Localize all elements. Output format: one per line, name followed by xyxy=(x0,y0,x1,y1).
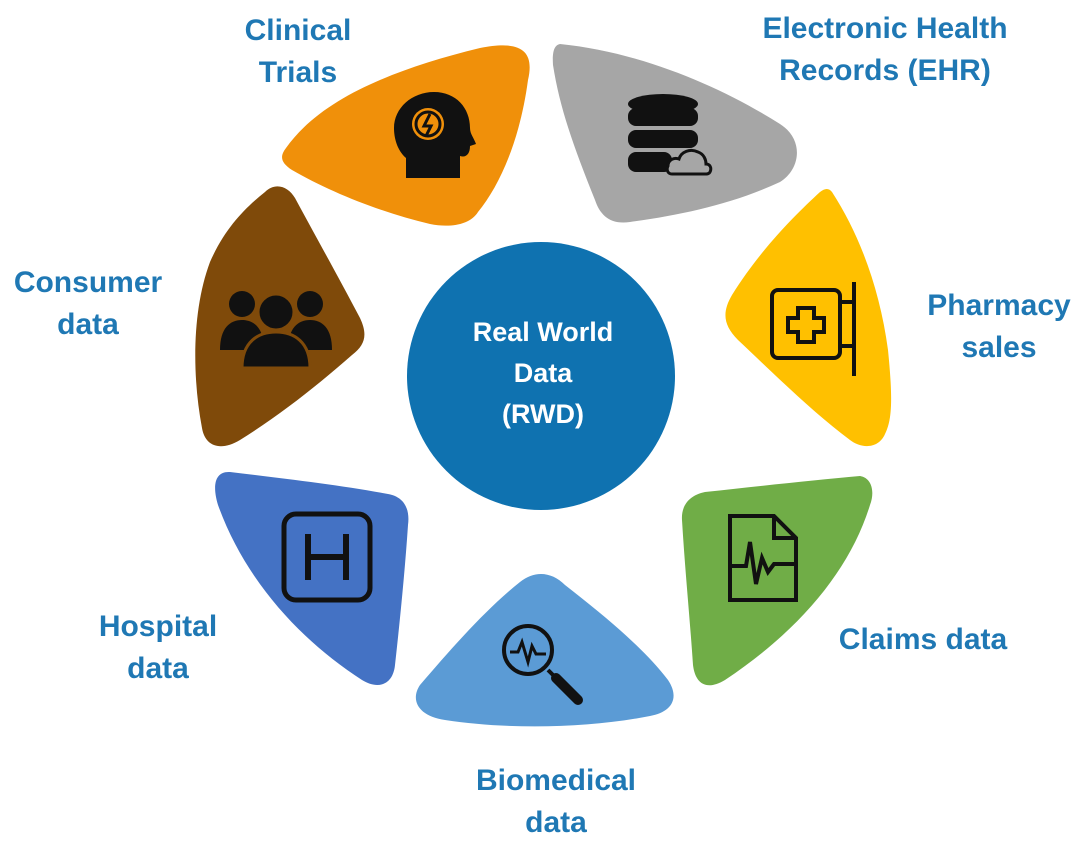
label-hospital-data: Hospital data xyxy=(80,606,236,690)
label-pharmacy-sales: Pharmacy sales xyxy=(914,285,1084,369)
database-cloud-icon xyxy=(628,94,713,176)
hospital-h-icon xyxy=(281,511,373,603)
head-lightbulb-icon xyxy=(394,92,476,178)
label-line: Consumer xyxy=(13,266,163,299)
label-line: data xyxy=(127,652,189,685)
segment-biomedical-data xyxy=(415,574,674,727)
label-line: Records (EHR) xyxy=(779,54,991,87)
label-line: Pharmacy xyxy=(927,289,1071,322)
people-group-icon xyxy=(220,291,332,370)
pharmacy-sign-icon xyxy=(770,282,856,376)
label-line: Electronic Health xyxy=(762,12,1008,45)
label-line: data xyxy=(57,308,119,341)
label-line: sales xyxy=(961,331,1037,364)
label-line: Claims data xyxy=(838,623,1008,656)
segment-hospital-data xyxy=(215,471,409,685)
label-line: data xyxy=(525,806,587,839)
label-line: Hospital xyxy=(98,610,218,643)
label-clinical-trials: Clinical Trials xyxy=(223,10,373,94)
center-label: Real World Data (RWD) xyxy=(410,312,676,435)
center-circle xyxy=(407,242,675,510)
center-label-line-3: (RWD) xyxy=(502,399,584,429)
label-claims-data: Claims data xyxy=(826,619,1020,661)
center-label-line-2: Data xyxy=(513,358,573,388)
label-biomedical-data: Biomedical data xyxy=(460,760,652,844)
label-electronic-health-records: Electronic Health Records (EHR) xyxy=(744,8,1026,92)
label-line: Trials xyxy=(258,56,338,89)
label-line: Clinical xyxy=(244,14,352,47)
medical-document-icon xyxy=(728,514,798,602)
magnifier-pulse-icon xyxy=(502,624,583,705)
segment-pharmacy-sales xyxy=(725,189,892,447)
label-consumer-data: Consumer data xyxy=(2,262,174,346)
label-line: Biomedical xyxy=(475,764,637,797)
center-label-line-1: Real World xyxy=(472,317,614,347)
